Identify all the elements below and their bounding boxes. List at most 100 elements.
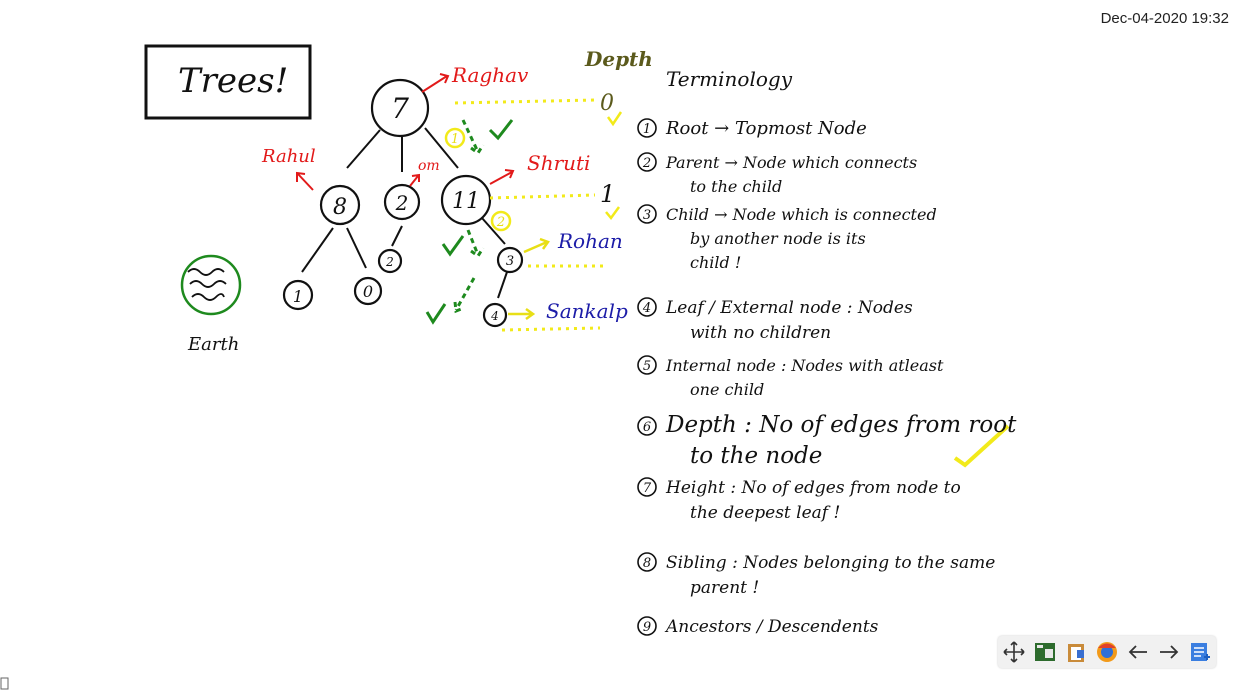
tree-node-4-label: 4 [490,309,499,323]
marker-2-label: 2 [496,215,505,230]
edge-3-4 [497,271,508,299]
arrow-rohan [523,237,550,254]
arrow-raghav [421,73,450,93]
term-number-circle [637,204,657,224]
terminology-list: 1 Root → Topmost Node 2 Parent → Node which… [637,118,1017,637]
earth-label: Earth [187,334,239,355]
tree-node-0 [353,276,383,306]
arrow-sankalp [508,307,536,321]
edge-11-3 [481,217,506,245]
arrow-rahul [296,171,314,191]
earth-drawing [180,254,242,316]
arrow-shruti [489,169,515,185]
bottom-toolbar [998,636,1216,668]
term-line: Ancestors / Descendents [664,617,879,637]
highlight-tick [953,424,1010,468]
tick-3 [425,303,447,325]
term-number: 3 [643,208,651,223]
term-line: Sibling : Nodes belonging to the same [666,553,995,573]
marker-2-circle [490,210,512,232]
edge-7-11 [424,127,459,169]
tree-node-1-label: 1 [293,287,303,306]
tree-edges [301,127,508,299]
notes-icon[interactable] [1187,639,1213,665]
tree-node-2b [377,248,403,274]
green-arrow-depth-1 [466,229,485,259]
term-number: 6 [643,420,651,435]
tick-2 [441,235,465,257]
edge-2-2b [391,225,403,247]
arrow-om [409,173,420,187]
title-text: Trees! [178,61,288,101]
tree-node-2 [383,183,421,221]
term-line: parent ! [690,578,759,598]
back-arrow-icon[interactable] [1125,639,1151,665]
tree-node-3-label: 3 [506,254,514,269]
term-number-circle [637,616,657,636]
title-box [144,44,312,120]
term-line: child ! [690,253,741,272]
depth-heading: Depth [584,47,653,71]
tree-node-7 [370,78,430,138]
name-rahul: Rahul [261,146,316,167]
green-arrow-depth-0 [461,119,485,156]
term-number-circle [637,355,657,375]
term-line: Parent → Node which connects [665,153,917,172]
tree-node-11-label: 11 [452,189,480,214]
tree-node-3 [496,246,524,274]
tree-node-4 [482,302,508,328]
tree-node-1 [282,279,314,311]
forward-arrow-icon[interactable] [1156,639,1182,665]
move-icon[interactable] [1001,639,1027,665]
name-sankalp: Sankalp [546,299,628,323]
timestamp: Dec-04-2020 19:32 [1100,10,1229,27]
name-rohan: Rohan [557,229,623,253]
tree-node-11 [440,174,492,226]
earth-icon [180,254,242,316]
term-line: Root → Topmost Node [665,118,867,139]
green-arrow-depth-2 [453,277,476,314]
term-number: 9 [643,620,651,635]
edge-8-1 [301,227,334,273]
term-line: Child → Node which is connected [666,205,937,224]
terminology-heading: Terminology [666,67,793,91]
term-number-circle [637,416,657,436]
term-line: Leaf / External node : Nodes [665,298,913,318]
earth-scribble [187,268,227,301]
term-number-circle [637,477,657,497]
depth-tick-0 [606,111,623,127]
depth-value-1: 1 [600,180,615,208]
browser-icon[interactable] [1094,639,1120,665]
term-line: Internal node : Nodes with atleast [665,356,944,375]
term-number: 4 [642,301,651,316]
term-number: 7 [643,481,652,496]
tree-node-8-label: 8 [333,195,347,220]
term-line: one child [690,380,764,399]
depth-tick-1 [605,206,621,221]
edge-7-8 [346,129,381,169]
term-line: by another node is its [690,229,866,248]
term-number-circle [637,552,657,572]
term-number: 5 [643,359,651,374]
resize-handle-icon[interactable] [0,676,10,692]
tree-node-0-label: 0 [363,282,373,301]
tree-node-2-label: 2 [395,191,409,215]
clipboard-icon[interactable] [1063,639,1089,665]
name-om: om [418,158,440,174]
term-line: the deepest leaf ! [690,503,840,523]
term-number-circle [637,118,657,138]
marker-1-circle [444,127,466,149]
term-number: 1 [643,122,651,137]
tick-1 [488,119,514,141]
term-number: 2 [642,156,651,171]
term-line: with no children [690,323,831,343]
term-line: to the child [690,177,782,196]
term-number: 8 [643,556,651,571]
name-shruti: Shruti [527,151,590,175]
marker-1-label: 1 [451,132,459,147]
whiteboard-icon[interactable] [1032,639,1058,665]
term-number-circle [637,297,657,317]
edge-8-0 [346,227,367,269]
depth-guides [454,98,604,332]
